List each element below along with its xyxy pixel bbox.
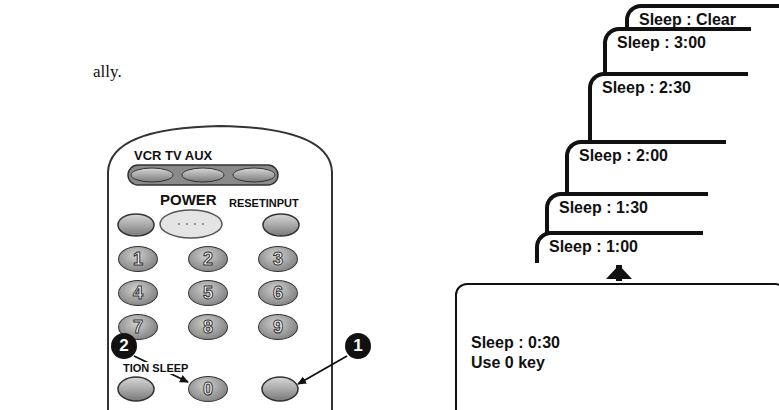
printed-label: VCR TV AUX: [134, 148, 212, 163]
plain-button: [118, 377, 154, 401]
digit-label: 6: [273, 284, 283, 302]
digit-button: 2: [188, 246, 228, 272]
digit-label: 7: [133, 318, 143, 336]
sleep-card: Sleep : 1:00: [535, 231, 703, 263]
display-text: Sleep : 2:30: [602, 79, 748, 97]
digit-button: 9: [258, 314, 298, 340]
callout-number: 1: [345, 333, 371, 359]
digit-label: 2: [203, 250, 213, 268]
sleep-button: [262, 377, 298, 401]
sleep-card: Sleep : 2:30: [588, 72, 748, 145]
display-text: Sleep : 0:30: [471, 333, 779, 353]
leader-line: [298, 356, 347, 384]
digit-label: 3: [273, 250, 283, 268]
power-button: [160, 210, 222, 238]
printed-label: TION SLEEP: [122, 362, 189, 374]
plain-button: [118, 214, 154, 236]
power-dots: [178, 223, 204, 225]
digit-label: 5: [203, 284, 213, 302]
display-text: Sleep : 2:00: [579, 147, 726, 165]
screen-box: Sleep : 0:30Use 0 key: [455, 283, 779, 410]
display-text: Sleep : 1:30: [559, 199, 708, 217]
digit-label: 0: [203, 380, 213, 398]
digit-button: 0: [188, 376, 228, 402]
mode-bar: [128, 165, 278, 185]
digit-button: 3: [258, 246, 298, 272]
flow-arrow: [606, 265, 632, 281]
callout-number: 2: [111, 333, 137, 359]
display-text: Use 0 key: [471, 353, 779, 373]
digit-button: 6: [258, 280, 298, 306]
remote-body: [108, 126, 332, 410]
plain-button: [263, 214, 299, 236]
printed-label: POWER: [160, 191, 217, 208]
printed-label: ally.: [93, 62, 122, 82]
digit-label: 4: [133, 284, 143, 302]
digit-label: 1: [133, 250, 143, 268]
display-text: Sleep : 3:00: [617, 34, 751, 52]
sleep-card: Sleep : 2:00: [565, 140, 726, 197]
display-text: Sleep : 1:00: [549, 238, 703, 256]
mode-button: [233, 168, 275, 182]
sleep-card: Sleep : 3:00: [603, 27, 751, 77]
digit-label: 8: [203, 318, 213, 336]
digit-button: 8: [188, 314, 228, 340]
mode-button: [182, 168, 224, 182]
digit-button: 5: [188, 280, 228, 306]
digit-button: 1: [118, 246, 158, 272]
digit-label: 9: [273, 318, 283, 336]
sleep-card: Sleep : 1:30: [545, 192, 708, 236]
printed-label: RESETINPUT: [229, 197, 299, 209]
digit-button: 4: [118, 280, 158, 306]
mode-button: [131, 168, 173, 182]
